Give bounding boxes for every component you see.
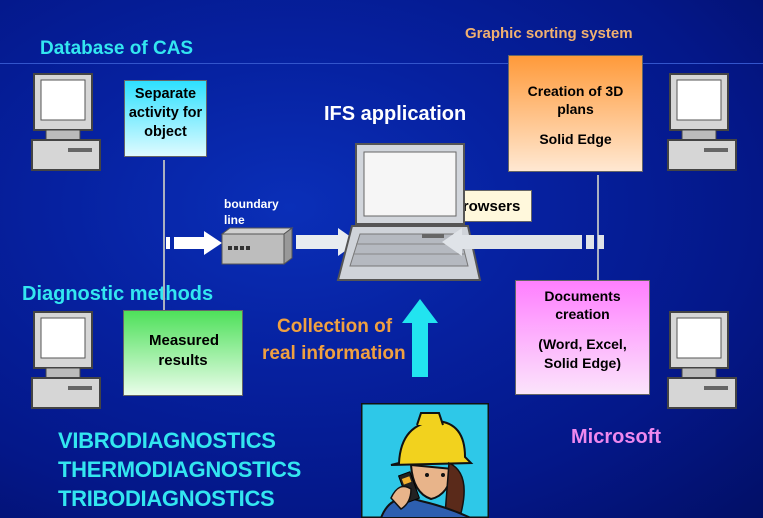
browsers-label: browsers bbox=[453, 198, 521, 215]
computer-icon bbox=[667, 311, 737, 409]
left-arrow-icon bbox=[442, 228, 604, 256]
separate-activity-box: Separate activity for object bbox=[124, 80, 207, 157]
computer-icon bbox=[31, 73, 101, 171]
database-cas-title: Database of CAS bbox=[40, 38, 194, 59]
diagnostics-list: VIBRODIAGNOSTICS THERMODIAGNOSTICS TRIBO… bbox=[58, 426, 301, 513]
collection-line1: Collection of bbox=[277, 316, 393, 337]
computer-icon bbox=[667, 73, 737, 171]
collection-line2: real information bbox=[262, 343, 406, 364]
solid-edge-label: Solid Edge bbox=[539, 131, 612, 148]
right-arrow-icon bbox=[166, 231, 222, 255]
router-icon bbox=[220, 227, 294, 265]
separate-activity-label: Separate activity for object bbox=[128, 86, 203, 140]
creation-3d-label: Creation of 3D plans bbox=[527, 83, 624, 118]
microsoft-title: Microsoft bbox=[571, 426, 661, 448]
graphic-sorting-title: Graphic sorting system bbox=[465, 25, 633, 42]
diagnostic-item: TRIBODIAGNOSTICS bbox=[58, 486, 275, 511]
measured-results-label: Measured results bbox=[149, 332, 220, 369]
ifs-application-title: IFS application bbox=[324, 103, 467, 125]
right-vertical-connector bbox=[597, 175, 599, 280]
worker-icon bbox=[361, 403, 489, 518]
word-excel-label: (Word, Excel, Solid Edge) bbox=[538, 336, 627, 371]
computer-icon bbox=[31, 311, 101, 409]
creation-3d-box: Creation of 3D plans Solid Edge bbox=[508, 55, 643, 172]
diagnostic-item: THERMODIAGNOSTICS bbox=[58, 457, 302, 482]
top-divider bbox=[0, 63, 763, 64]
documents-creation-box: Documents creation (Word, Excel, Solid E… bbox=[515, 280, 650, 395]
measured-results-box: Measured results bbox=[123, 310, 243, 396]
diagnostic-methods-title: Diagnostic methods bbox=[22, 283, 214, 305]
up-arrow-icon bbox=[402, 299, 438, 377]
diagnostic-item: VIBRODIAGNOSTICS bbox=[58, 428, 276, 453]
left-vertical-connector bbox=[163, 160, 165, 310]
laptop-icon bbox=[336, 143, 482, 281]
boundary-line-label: boundary line bbox=[224, 197, 279, 228]
documents-creation-label: Documents creation bbox=[544, 288, 621, 323]
